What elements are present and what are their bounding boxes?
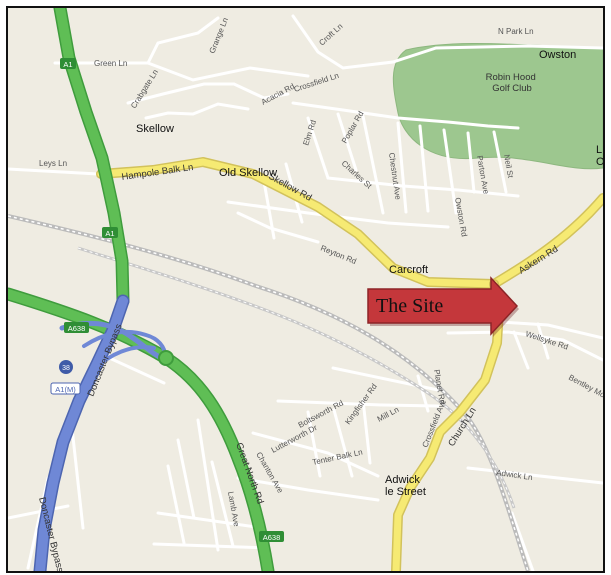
robin-hood-golf-club-label: Robin Hood Golf Club (486, 72, 539, 94)
shield-a1-top: A1 (60, 58, 76, 69)
shield-a1m: A1(M) (50, 382, 81, 395)
a638-green (8, 289, 273, 571)
svg-text:A638: A638 (263, 533, 281, 542)
svg-text:A638: A638 (68, 324, 86, 333)
neil-street-label: Neil St (502, 154, 515, 180)
map-svg[interactable]: A1 A1 A638 A638 A1(M) 38 Doncaster Bypas… (8, 8, 603, 571)
adwick-line-2: le Street (385, 486, 426, 498)
callout-text: The Site (376, 295, 443, 317)
old-skellow-place-label: Old Skellow (219, 167, 277, 179)
adwick-place-label: Adwick le Street (385, 474, 426, 498)
cropped-label-l: L (596, 144, 602, 156)
svg-text:A1: A1 (63, 60, 72, 69)
golf-line-1: Robin Hood (486, 72, 536, 83)
leys-lane-label: Leys Ln (39, 159, 67, 168)
the-site-callout[interactable]: The Site (367, 276, 519, 337)
callout-arrow[interactable] (367, 276, 519, 336)
carcroft-place-label: Carcroft (389, 264, 428, 276)
railway-lines (8, 214, 530, 571)
askern-road (490, 194, 603, 288)
north-park-lane-label: N Park Ln (498, 27, 534, 36)
skellow-place-label: Skellow (136, 123, 174, 135)
cropped-label-ov: Ov (596, 156, 603, 168)
shield-a638-left: A638 (64, 322, 89, 333)
link-blue-2 (82, 329, 168, 360)
green-lane-label: Green Ln (94, 59, 127, 68)
svg-text:38: 38 (62, 365, 70, 372)
shield-a638-bottom: A638 (259, 531, 284, 542)
link-blue-3 (98, 345, 156, 366)
svg-text:A1: A1 (105, 229, 114, 238)
hampole-skellow-road (97, 158, 498, 288)
map-frame[interactable]: A1 A1 A638 A638 A1(M) 38 Doncaster Bypas… (6, 6, 605, 573)
adwick-line-1: Adwick (385, 474, 420, 486)
shield-a1-middle: A1 (102, 227, 118, 238)
svg-text:A1(M): A1(M) (55, 385, 76, 394)
golf-line-2: Golf Club (492, 83, 532, 94)
owston-place-label: Owston (539, 49, 576, 61)
junction-marker (158, 350, 174, 366)
junction-38-badge: 38 (59, 360, 73, 374)
